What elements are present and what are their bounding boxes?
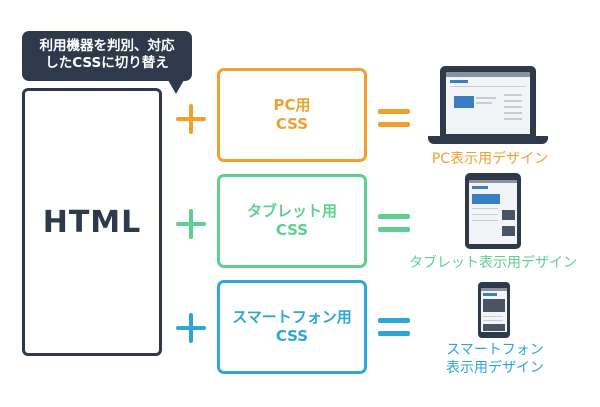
explanation-bubble: 利用機器を判別、対応 したCSSに切り替え	[22, 31, 192, 81]
equals-icon-smartphone	[378, 318, 410, 336]
smartphone-screen	[481, 288, 507, 332]
smartphone-design-label-line1: スマートフォン	[446, 342, 544, 358]
tablet-screen	[469, 180, 517, 244]
tablet-css-label-line1: タブレット用	[246, 202, 337, 220]
tablet-icon	[465, 173, 521, 249]
plus-icon-pc	[176, 104, 206, 134]
smartphone-css-label-line1: スマートフォン用	[232, 308, 352, 326]
smartphone-design-label-line2: 表示用デザイン	[446, 360, 544, 376]
laptop-icon	[428, 66, 548, 148]
html-label: HTML	[42, 204, 142, 240]
tablet-css-box: タブレット用 CSS	[217, 174, 367, 268]
pc-design-label: PC表示用デザイン	[410, 150, 570, 168]
plus-icon-smartphone	[176, 313, 206, 343]
tablet-design-label: タブレット表示用デザイン	[398, 254, 588, 272]
smartphone-css-label-line2: CSS	[275, 327, 309, 345]
pc-css-label-line1: PC用	[273, 96, 311, 114]
tablet-design-label-line1: タブレット表示用デザイン	[409, 255, 577, 271]
pc-css-box: PC用 CSS	[217, 68, 367, 162]
bubble-tail	[168, 80, 184, 94]
laptop-screen	[446, 72, 530, 134]
smartphone-design-label: スマートフォン 表示用デザイン	[425, 341, 565, 377]
laptop-base	[428, 136, 548, 144]
smartphone-css-box: スマートフォン用 CSS	[217, 280, 367, 374]
equals-icon-pc	[378, 109, 410, 127]
plus-icon-tablet	[176, 209, 206, 239]
smartphone-icon	[478, 282, 510, 338]
pc-css-label-line2: CSS	[275, 115, 309, 133]
tablet-css-label-line2: CSS	[275, 221, 309, 239]
pc-design-label-line1: PC表示用デザイン	[431, 151, 549, 167]
equals-icon-tablet	[378, 214, 410, 232]
bubble-text-line2: したCSSに切り替え	[45, 55, 169, 71]
bubble-text-line1: 利用機器を判別、対応	[39, 38, 175, 54]
html-box: HTML	[22, 88, 162, 356]
